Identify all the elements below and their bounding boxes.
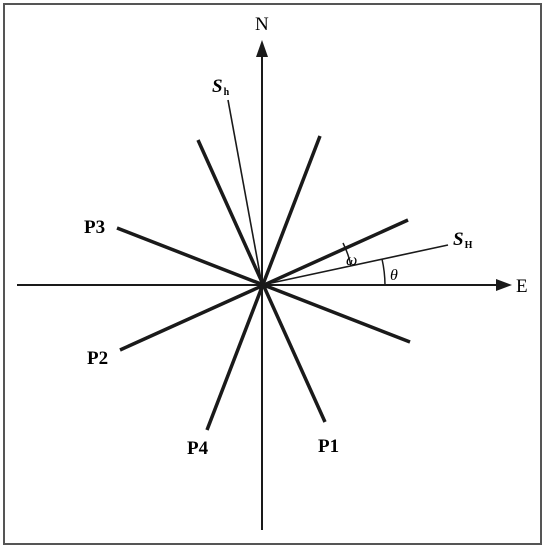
sH-label-main: S — [453, 229, 464, 250]
plane-p1-label: P1 — [318, 436, 339, 457]
sH-label-subscript: H — [465, 240, 473, 251]
sh-minimum-stress-line — [227, 99, 263, 286]
omega-label: ω — [346, 252, 357, 269]
sh-label-main: S — [212, 76, 223, 97]
east-arrowhead — [496, 279, 512, 291]
omega-arc — [342, 242, 352, 267]
sh-label-subscript: h — [224, 87, 230, 98]
sH-maximum-stress-line — [261, 244, 449, 286]
sH-label: SH — [453, 229, 473, 251]
east-label: E — [516, 276, 528, 297]
theta-label: θ — [390, 267, 398, 284]
figure-frame — [3, 3, 542, 545]
plane-p2-label: P2 — [87, 348, 108, 369]
plane-p4-label: P4 — [187, 438, 209, 459]
north-arrowhead — [256, 40, 268, 57]
north-label: N — [255, 14, 269, 35]
sh-label: Sh — [212, 76, 230, 98]
theta-arc — [381, 258, 386, 286]
plane-p3-label: P3 — [84, 217, 105, 238]
